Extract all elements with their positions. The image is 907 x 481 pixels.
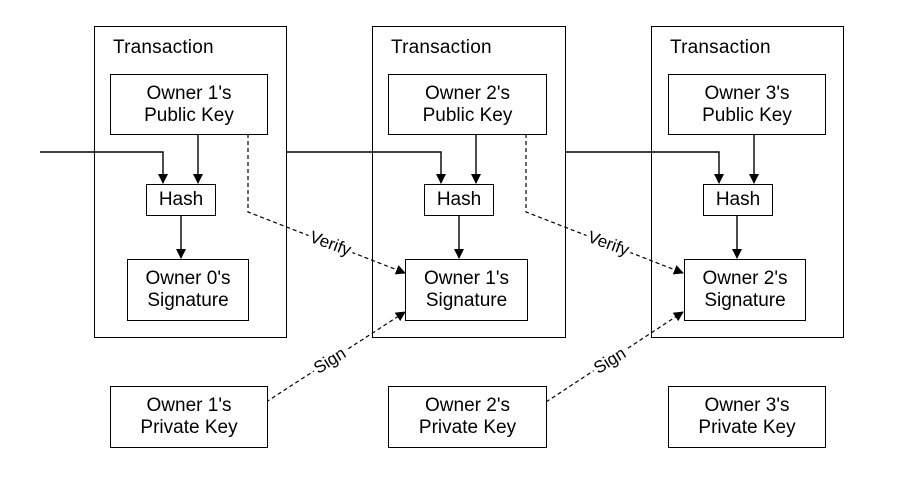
signature-owner-0: Owner 0's <box>145 268 231 289</box>
transaction-box-0: Transaction <box>94 26 287 338</box>
private-key-label-0: Private Key <box>140 417 238 438</box>
signature-box-1: Owner 1's Signature <box>405 259 528 321</box>
transaction-box-2: Transaction <box>651 26 844 338</box>
signature-owner-1: Owner 1's <box>424 268 509 289</box>
private-key-owner-2: Owner 3's <box>704 395 790 416</box>
private-key-label-1: Private Key <box>418 417 517 438</box>
chain-edge-in-2 <box>566 151 724 184</box>
public-key-label-1: Public Key <box>422 104 513 126</box>
hash-label-2: Hash <box>715 189 761 210</box>
private-key-box-1: Owner 2's Private Key <box>388 386 547 448</box>
signature-box-0: Owner 0's Signature <box>127 259 249 321</box>
transaction-box-1: Transaction <box>372 26 566 338</box>
private-key-label-2: Private Key <box>698 417 796 438</box>
private-key-box-2: Owner 3's Private Key <box>668 386 826 448</box>
public-key-box-2: Owner 3's Public Key <box>668 74 826 135</box>
private-key-box-0: Owner 1's Private Key <box>110 386 268 448</box>
verify-edge-1 <box>525 134 684 275</box>
signature-label-1: Signature <box>425 290 508 311</box>
hash-label-1: Hash <box>436 189 482 210</box>
signature-owner-2: Owner 2's <box>702 268 788 289</box>
public-key-box-1: Owner 2's Public Key <box>388 74 547 135</box>
public-key-owner-2: Owner 3's <box>704 82 790 104</box>
transaction-title-1: Transaction <box>391 37 492 58</box>
public-key-owner-1: Owner 2's <box>425 82 510 104</box>
private-key-owner-0: Owner 1's <box>146 395 232 416</box>
public-key-box-0: Owner 1's Public Key <box>110 74 268 135</box>
sign-edge-1 <box>545 311 684 403</box>
transaction-title-0: Transaction <box>113 37 214 58</box>
public-key-label-2: Public Key <box>702 104 792 126</box>
transaction-title-2: Transaction <box>670 37 771 58</box>
hash-label-0: Hash <box>158 189 204 210</box>
hash-box-0: Hash <box>146 184 216 216</box>
signature-label-0: Signature <box>147 290 229 311</box>
public-key-owner-0: Owner 1's <box>146 82 232 104</box>
signature-box-2: Owner 2's Signature <box>684 259 806 321</box>
verify-edge-0 <box>247 134 406 275</box>
public-key-label-0: Public Key <box>144 104 234 126</box>
chain-edge-in-1 <box>287 151 446 184</box>
chain-edge-in-0 <box>40 151 168 184</box>
hash-box-2: Hash <box>703 184 773 216</box>
signature-label-2: Signature <box>704 290 786 311</box>
hash-box-1: Hash <box>424 184 494 216</box>
private-key-owner-1: Owner 2's <box>425 395 510 416</box>
